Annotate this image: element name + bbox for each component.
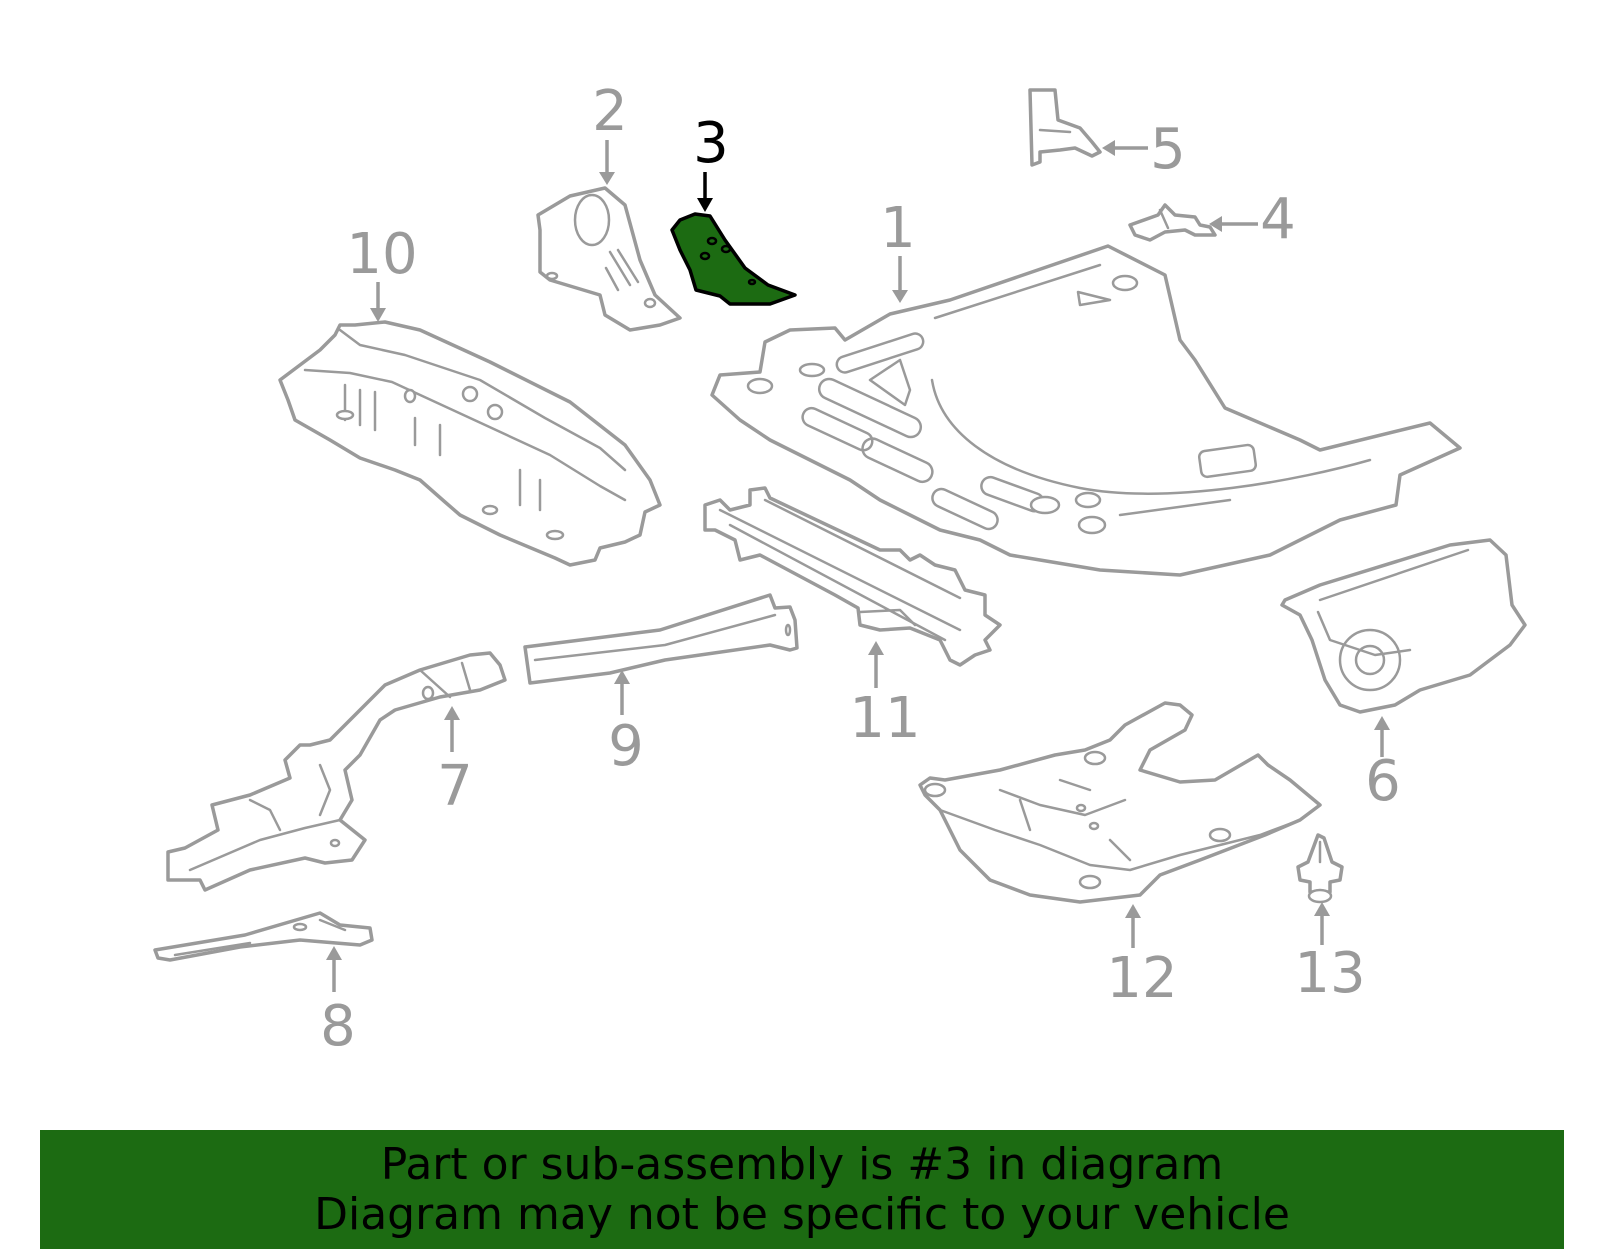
callout-label-1: 1 <box>880 196 916 261</box>
callout-label-10: 10 <box>346 222 417 287</box>
part-4-small-bracket[interactable] <box>1128 203 1217 242</box>
callout-12[interactable]: 12 <box>1106 904 1178 1011</box>
callout-2[interactable]: 2 <box>592 79 628 185</box>
callout-1[interactable]: 1 <box>880 196 916 303</box>
part-9-rail[interactable] <box>523 593 799 685</box>
callout-label-9: 9 <box>608 714 644 779</box>
callout-label-7: 7 <box>437 754 473 819</box>
part-10-cross-member[interactable] <box>278 320 662 567</box>
callout-5[interactable]: 5 <box>1102 117 1186 182</box>
callout-label-2: 2 <box>592 79 628 144</box>
callout-11[interactable]: 11 <box>849 641 921 751</box>
part-3-bracket-highlighted[interactable] <box>670 212 797 306</box>
banner-line-2: Diagram may not be specific to your vehi… <box>314 1189 1290 1240</box>
callout-label-6: 6 <box>1365 749 1401 814</box>
part-8-lower-rail[interactable] <box>153 911 374 962</box>
callout-label-8: 8 <box>320 994 356 1059</box>
part-5-bracket[interactable] <box>1028 88 1102 167</box>
callout-9[interactable]: 9 <box>608 670 644 779</box>
callout-10[interactable]: 10 <box>346 222 418 322</box>
part-6-reinforcement[interactable] <box>1280 538 1527 714</box>
part-12-under-cover[interactable] <box>918 701 1322 904</box>
callout-13[interactable]: 13 <box>1294 902 1366 1006</box>
banner-line-1: Part or sub-assembly is #3 in diagram <box>380 1139 1224 1190</box>
callout-7[interactable]: 7 <box>437 706 473 819</box>
part-2-bracket[interactable] <box>536 186 682 332</box>
part-1-floor-panel[interactable] <box>710 244 1462 577</box>
callout-label-5: 5 <box>1150 117 1186 182</box>
info-banner: Part or sub-assembly is #3 in diagram Di… <box>40 1130 1564 1249</box>
callout-4[interactable]: 4 <box>1209 187 1296 252</box>
callout-label-3: 3 <box>693 111 729 176</box>
part-11-cross-member[interactable] <box>703 486 1002 667</box>
callout-6[interactable]: 6 <box>1365 716 1401 814</box>
callout-label-4: 4 <box>1260 187 1296 252</box>
callout-label-12: 12 <box>1106 946 1177 1011</box>
callout-label-11: 11 <box>849 686 920 751</box>
callout-8[interactable]: 8 <box>320 946 356 1059</box>
part-3-shape <box>670 212 797 306</box>
part-13-clip[interactable] <box>1296 833 1344 904</box>
callout-3-selected[interactable]: 3 <box>693 111 729 212</box>
part-7-side-rail[interactable] <box>166 651 507 892</box>
callout-label-13: 13 <box>1294 941 1365 1006</box>
